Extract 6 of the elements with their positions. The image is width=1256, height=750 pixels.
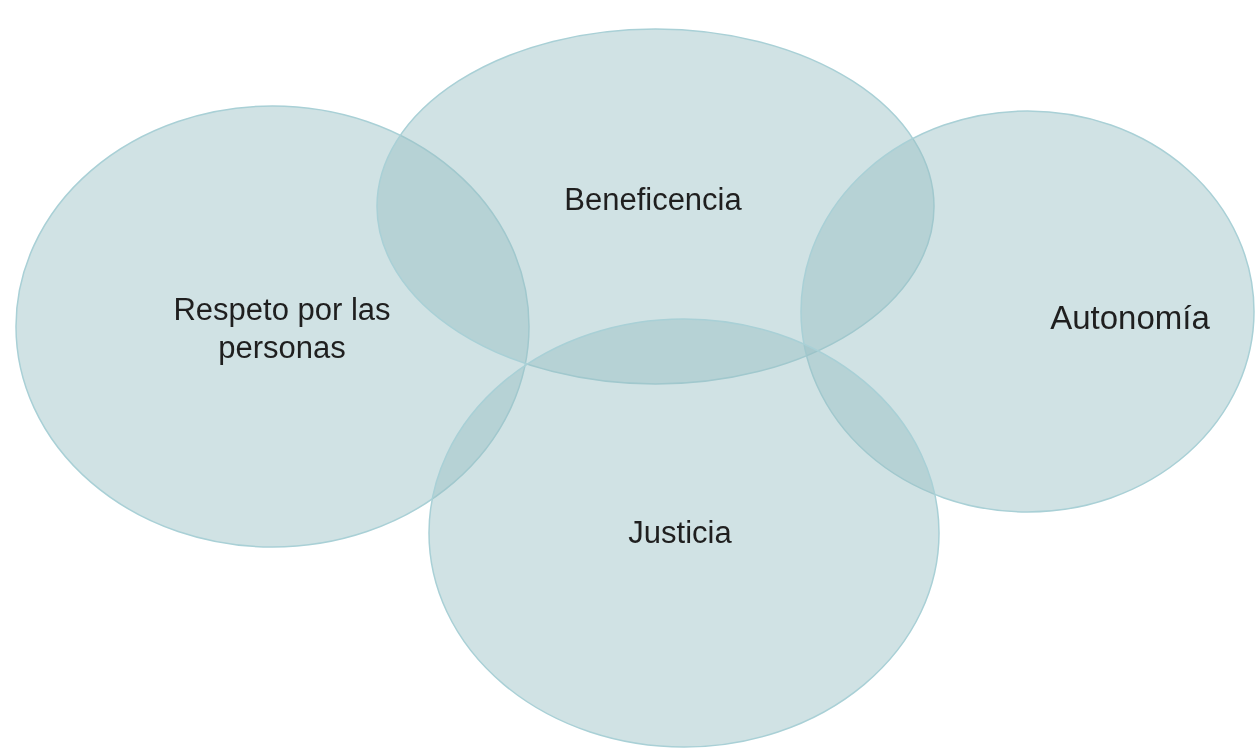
topic-ellipse [800, 110, 1255, 513]
topic-ellipse [428, 318, 940, 748]
topic-label: Beneficencia [563, 181, 743, 219]
topic-label: Autonomía [1049, 297, 1211, 338]
topic-label: Justicia [627, 514, 733, 552]
topic-label: Respeto por las personas [172, 291, 392, 367]
